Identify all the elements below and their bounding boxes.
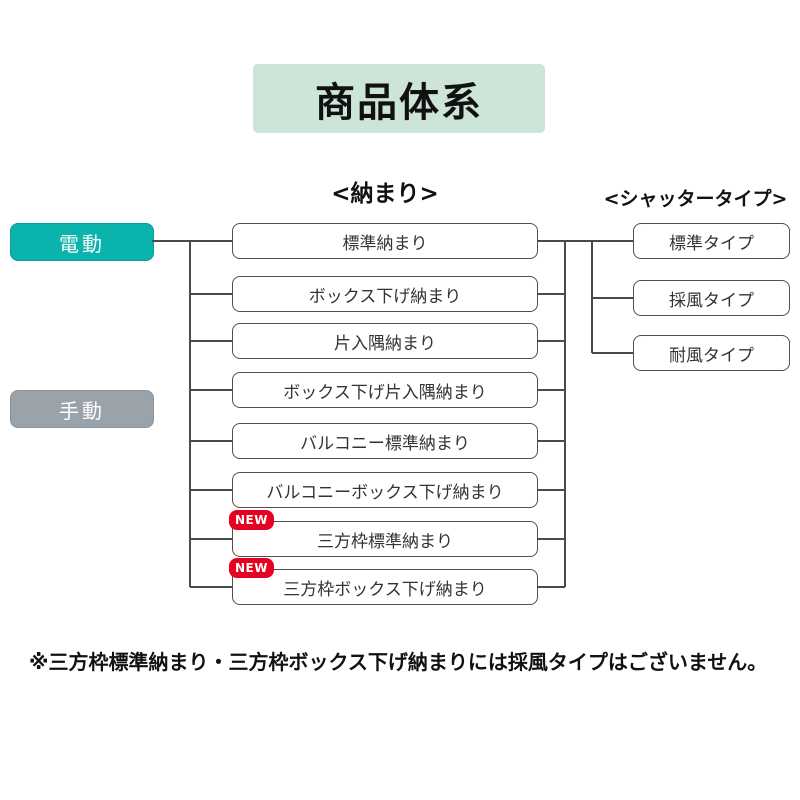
nakamari-box-standard: 標準納まり (232, 223, 538, 259)
connector-branch-type2 (592, 297, 633, 299)
nakamari-column-header: <納まり> (331, 181, 439, 207)
nakamari-box-single-corner: 片入隅納まり (232, 323, 538, 359)
connector-right-trunk (564, 241, 566, 587)
node-manual: 手動 (10, 390, 154, 428)
connector-branch-right-row5 (538, 440, 565, 442)
footnote-text: ※三方枠標準納まり・三方枠ボックス下げ納まりには採風タイプはございません。 (29, 650, 768, 674)
connector-branch-right-row7 (538, 538, 565, 540)
new-badge-threeway-box-lowered: NEW (229, 558, 274, 578)
diagram-title: 商品体系 (253, 64, 545, 133)
connector-branch-left-row8 (190, 586, 232, 588)
connector-branch-right-row6 (538, 489, 565, 491)
connector-branch-right-row8 (538, 586, 565, 588)
shutter-type-box-wind-resistant: 耐風タイプ (633, 335, 790, 371)
nakamari-box-balcony-box-lowered: バルコニーボックス下げ納まり (232, 472, 538, 508)
nakamari-box-threeway-standard: 三方枠標準納まり (232, 521, 538, 557)
connector-branch-right-row4 (538, 389, 565, 391)
connector-branch-left-row3 (190, 340, 232, 342)
shutter-type-box-standard: 標準タイプ (633, 223, 790, 259)
connector-electric-to-trunk (152, 240, 232, 242)
connector-branch-right-row1 (538, 240, 565, 242)
nakamari-box-box-lowered: ボックス下げ納まり (232, 276, 538, 312)
connector-branch-left-row7 (190, 538, 232, 540)
connector-branch-left-row6 (190, 489, 232, 491)
connector-branch-right-row2 (538, 293, 565, 295)
nakamari-box-threeway-box-lowered: 三方枠ボックス下げ納まり (232, 569, 538, 605)
connector-left-trunk (189, 241, 191, 587)
connector-branch-left-row2 (190, 293, 232, 295)
connector-branch-type3 (592, 352, 633, 354)
nakamari-box-balcony-standard: バルコニー標準納まり (232, 423, 538, 459)
connector-type-vertical (591, 241, 593, 353)
shutter-type-box-ventilation: 採風タイプ (633, 280, 790, 316)
connector-branch-left-row5 (190, 440, 232, 442)
connector-branch-right-row3 (538, 340, 565, 342)
nakamari-box-box-lowered-single-corner: ボックス下げ片入隅納まり (232, 372, 538, 408)
node-electric: 電動 (10, 223, 154, 261)
connector-trunk-to-type1 (565, 240, 633, 242)
shutter-type-column-header: <シャッタータイプ> (603, 188, 788, 210)
new-badge-threeway-standard: NEW (229, 510, 274, 530)
connector-branch-left-row4 (190, 389, 232, 391)
